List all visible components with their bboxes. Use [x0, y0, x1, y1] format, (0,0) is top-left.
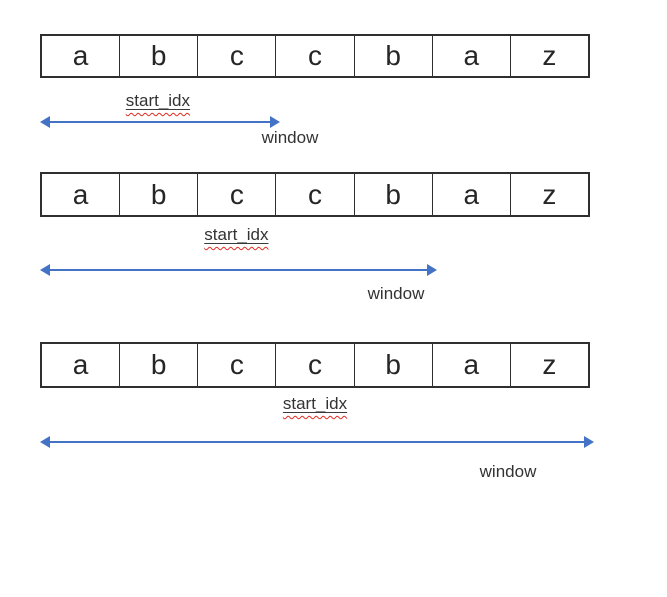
array-cell: b — [119, 344, 197, 386]
array-cell: b — [353, 344, 432, 386]
window-label: window — [261, 128, 319, 147]
array-cell: a — [72, 40, 89, 71]
start-idx-underline: start_idx — [283, 394, 347, 413]
array-cell: c — [275, 344, 353, 386]
start-idx-underline: start_idx — [204, 225, 268, 244]
array-cell: a — [431, 344, 510, 386]
array-cell: z — [509, 36, 588, 76]
array-cell: b — [353, 174, 432, 215]
start-idx-label: start_idx — [126, 91, 190, 111]
start-idx-text: start_idx — [125, 91, 191, 110]
start-idx-underline: start_idx — [126, 91, 190, 110]
array-cell: z — [509, 174, 588, 215]
array-cell: b — [119, 36, 197, 76]
array-cell: a — [72, 178, 89, 210]
array-cell: b — [119, 174, 197, 215]
array-cell: c — [197, 344, 275, 386]
start-idx-text: start_idx — [204, 225, 269, 244]
array-cell: c — [197, 174, 275, 215]
array-cell: c — [275, 174, 353, 215]
start-idx-label: start_idx — [204, 225, 268, 245]
window-label: window — [367, 284, 425, 303]
start-idx-text: start_idx — [282, 394, 348, 413]
window-label: window — [479, 462, 537, 481]
array-cell: b — [353, 36, 432, 76]
array-cell: z — [509, 344, 588, 386]
window-range-arrow — [40, 116, 280, 128]
window-range-arrow — [40, 264, 437, 276]
array-cell: a — [72, 349, 89, 380]
array-cell: a — [431, 174, 510, 215]
array-cell: c — [197, 36, 275, 76]
window-range-arrow — [40, 436, 594, 448]
array-cell: c — [275, 36, 353, 76]
array-cell: a — [431, 36, 510, 76]
start-idx-label: start_idx — [283, 394, 347, 414]
